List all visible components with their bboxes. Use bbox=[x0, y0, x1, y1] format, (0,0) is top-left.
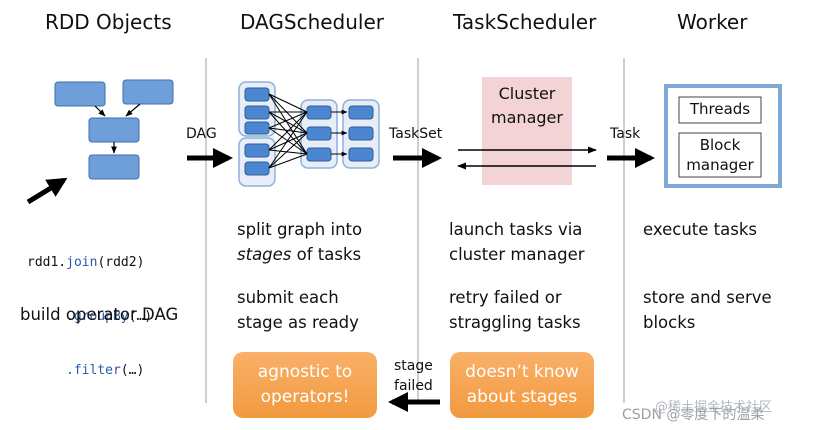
task-desc-1-line2: cluster manager bbox=[449, 245, 585, 264]
task-desc-1: launch tasks via cluster manager bbox=[449, 217, 585, 267]
task-desc-1-line1: launch tasks via bbox=[449, 220, 583, 239]
watermark-secondary: @稀土掘金技术社区 bbox=[655, 400, 773, 415]
cluster-manager-panel bbox=[482, 77, 572, 185]
worker-desc-2: store and serve blocks bbox=[643, 285, 772, 335]
dag-desc-1-line2: stages of tasks bbox=[237, 245, 362, 264]
rdd-node-4 bbox=[88, 154, 140, 180]
worker-desc-2-line1: store and serve bbox=[643, 288, 772, 307]
rdd-objects-title: RDD Objects bbox=[45, 10, 172, 34]
block-manager-box bbox=[678, 132, 762, 178]
block-label-line1: Block bbox=[699, 136, 741, 154]
rdd-node-3 bbox=[88, 117, 140, 143]
threads-box bbox=[678, 96, 762, 124]
dag-desc-1: split graph into stages of tasks bbox=[237, 217, 362, 267]
rdd-node-1 bbox=[54, 81, 106, 107]
doesnt-know-badge: doesn’t know about stages bbox=[450, 352, 594, 418]
cluster-label-line2: manager bbox=[491, 108, 563, 127]
dag-desc-1-line1: split graph into bbox=[237, 220, 363, 239]
taskscheduler-title: TaskScheduler bbox=[453, 10, 597, 34]
task-desc-2-line2: straggling tasks bbox=[449, 313, 581, 332]
block-manager-label: Block manager bbox=[679, 135, 761, 175]
task-label: Task bbox=[610, 126, 641, 142]
doesnt-know-badge-line1: doesn’t know bbox=[465, 362, 579, 382]
block-label-line2: manager bbox=[686, 156, 754, 174]
rdd-dag-graph bbox=[54, 79, 174, 180]
agnostic-badge-line1: agnostic to bbox=[257, 362, 353, 382]
task-desc-2: retry failed or straggling tasks bbox=[449, 285, 581, 335]
dag-desc-2-line2: stage as ready bbox=[237, 313, 359, 332]
code-line-1: rdd1.join(rdd2) bbox=[27, 255, 145, 270]
code-line-3: .filter(…) bbox=[66, 363, 145, 378]
rdd-caption: build operator DAG bbox=[20, 305, 179, 324]
rdd-node-2 bbox=[122, 79, 174, 105]
stage-graph bbox=[238, 81, 380, 187]
divider-2 bbox=[417, 58, 419, 403]
dagscheduler-title: DAGScheduler bbox=[240, 10, 385, 34]
threads-label: Threads bbox=[689, 100, 751, 118]
watermark: CSDN @零度下的温柔 bbox=[622, 407, 765, 423]
doesnt-know-badge-line2: about stages bbox=[466, 387, 578, 407]
task-desc-2-line1: retry failed or bbox=[449, 288, 562, 307]
stage-failed-label: stage failed bbox=[394, 356, 433, 396]
code-line-2: .groupBy(…) bbox=[66, 309, 153, 324]
code-pointer-arrow bbox=[26, 177, 68, 205]
stage-failed-line1: stage bbox=[394, 358, 433, 374]
dag-label: DAG bbox=[186, 126, 217, 142]
cluster-label-line1: Cluster bbox=[498, 84, 556, 103]
worker-title: Worker bbox=[677, 10, 748, 34]
dag-desc-2-line1: submit each bbox=[237, 288, 339, 307]
taskset-label: TaskSet bbox=[389, 126, 443, 142]
stage-failed-line2: failed bbox=[394, 378, 433, 394]
agnostic-badge-line2: operators! bbox=[260, 387, 350, 407]
divider-3 bbox=[623, 58, 625, 403]
worker-desc-2-line2: blocks bbox=[643, 313, 696, 332]
rdd-code: rdd1.join(rdd2) .groupBy(…) .filter(…) bbox=[27, 218, 152, 398]
divider-1 bbox=[205, 58, 207, 403]
agnostic-badge: agnostic to operators! bbox=[233, 352, 377, 418]
worker-desc-1: execute tasks bbox=[643, 220, 757, 239]
cluster-manager-label: Cluster manager bbox=[482, 82, 572, 130]
dag-desc-2: submit each stage as ready bbox=[237, 285, 359, 335]
